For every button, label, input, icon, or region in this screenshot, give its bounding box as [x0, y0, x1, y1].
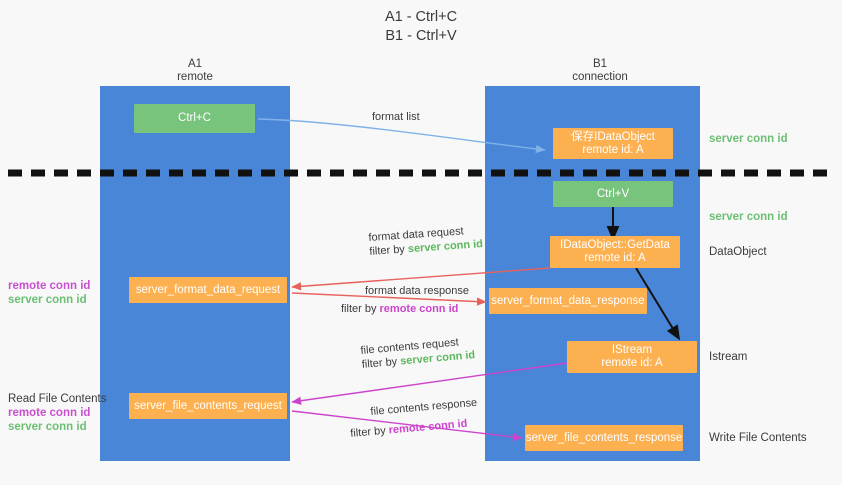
arrow-file-contents-request — [291, 362, 568, 405]
node-ctrl-v[interactable]: Ctrl+V — [553, 181, 673, 207]
edge-label-format-data-response-text: format data response — [365, 285, 469, 297]
edge-label-format-data-response: format data response filter by remote co… — [341, 284, 469, 316]
title-line-1: A1 - Ctrl+C — [384, 9, 458, 25]
node-getdata[interactable]: IDataObject::GetData remote id: A — [550, 236, 680, 268]
diagram-title: A1 - Ctrl+C B1 - Ctrl+V — [0, 8, 842, 46]
node-server-file-contents-response-label: server_file_contents_response — [525, 431, 683, 444]
label-server-conn-id-mid: server conn id — [709, 211, 788, 223]
node-istream[interactable]: IStream remote id: A — [567, 341, 697, 373]
label-server-conn-id-top: server conn id — [709, 133, 788, 145]
conn-stack-file: Read File Contents remote conn id server… — [8, 392, 106, 434]
label-dataobject: DataObject — [709, 246, 767, 258]
node-istream-line1: IStream — [611, 344, 653, 356]
label-server-conn-id-format: server conn id — [8, 294, 87, 306]
node-save-idataobject[interactable]: 保存IDataObject remote id: A — [553, 128, 673, 159]
lane-a1-sub: remote — [177, 71, 213, 83]
node-save-idataobject-line2: remote id: A — [582, 143, 644, 156]
edge-label-format-list: format list — [372, 111, 420, 123]
node-server-format-data-request-label: server_format_data_request — [135, 283, 281, 296]
lane-a1-name: A1 — [187, 58, 203, 70]
conn-stack-format: remote conn id server conn id — [8, 279, 90, 307]
node-server-format-data-response-label: server_format_data_response — [491, 294, 645, 307]
lane-header-b1: B1 connection — [545, 58, 655, 84]
edge-label-format-data-response-filter: filter by remote conn id — [341, 303, 459, 315]
node-ctrl-c-label: Ctrl+C — [178, 112, 211, 124]
node-ctrl-c[interactable]: Ctrl+C — [134, 104, 255, 133]
node-ctrl-v-label: Ctrl+V — [596, 187, 630, 200]
node-server-file-contents-request-label: server_file_contents_request — [134, 399, 282, 412]
arrow-file-contents-response — [291, 410, 523, 442]
node-istream-line2: remote id: A — [601, 357, 663, 369]
label-read-file-contents: Read File Contents — [8, 393, 107, 405]
lane-b1-sub: connection — [572, 71, 628, 83]
node-server-file-contents-request[interactable]: server_file_contents_request — [129, 393, 287, 419]
label-server-conn-id-file: server conn id — [8, 421, 87, 433]
label-istream: Istream — [709, 351, 748, 363]
node-server-file-contents-response[interactable]: server_file_contents_response — [525, 425, 683, 451]
label-write-file-contents: Write File Contents — [709, 432, 807, 444]
lane-b1-name: B1 — [592, 58, 608, 70]
arrow-format-data-response — [291, 292, 487, 306]
title-line-2: B1 - Ctrl+V — [385, 28, 457, 44]
node-server-format-data-response[interactable]: server_format_data_response — [489, 288, 647, 314]
label-remote-conn-id-format: remote conn id — [8, 280, 91, 292]
arrow-getdata-to-istream — [635, 267, 681, 341]
node-getdata-line2: remote id: A — [584, 252, 646, 264]
lane-header-a1: A1 remote — [140, 58, 250, 84]
node-save-idataobject-line1: 保存IDataObject — [571, 130, 655, 143]
node-server-format-data-request[interactable]: server_format_data_request — [129, 277, 287, 303]
node-getdata-line1: IDataObject::GetData — [560, 239, 670, 251]
arrow-format-list — [257, 118, 546, 154]
label-remote-conn-id-file: remote conn id — [8, 407, 91, 419]
arrow-format-data-request — [291, 267, 551, 291]
